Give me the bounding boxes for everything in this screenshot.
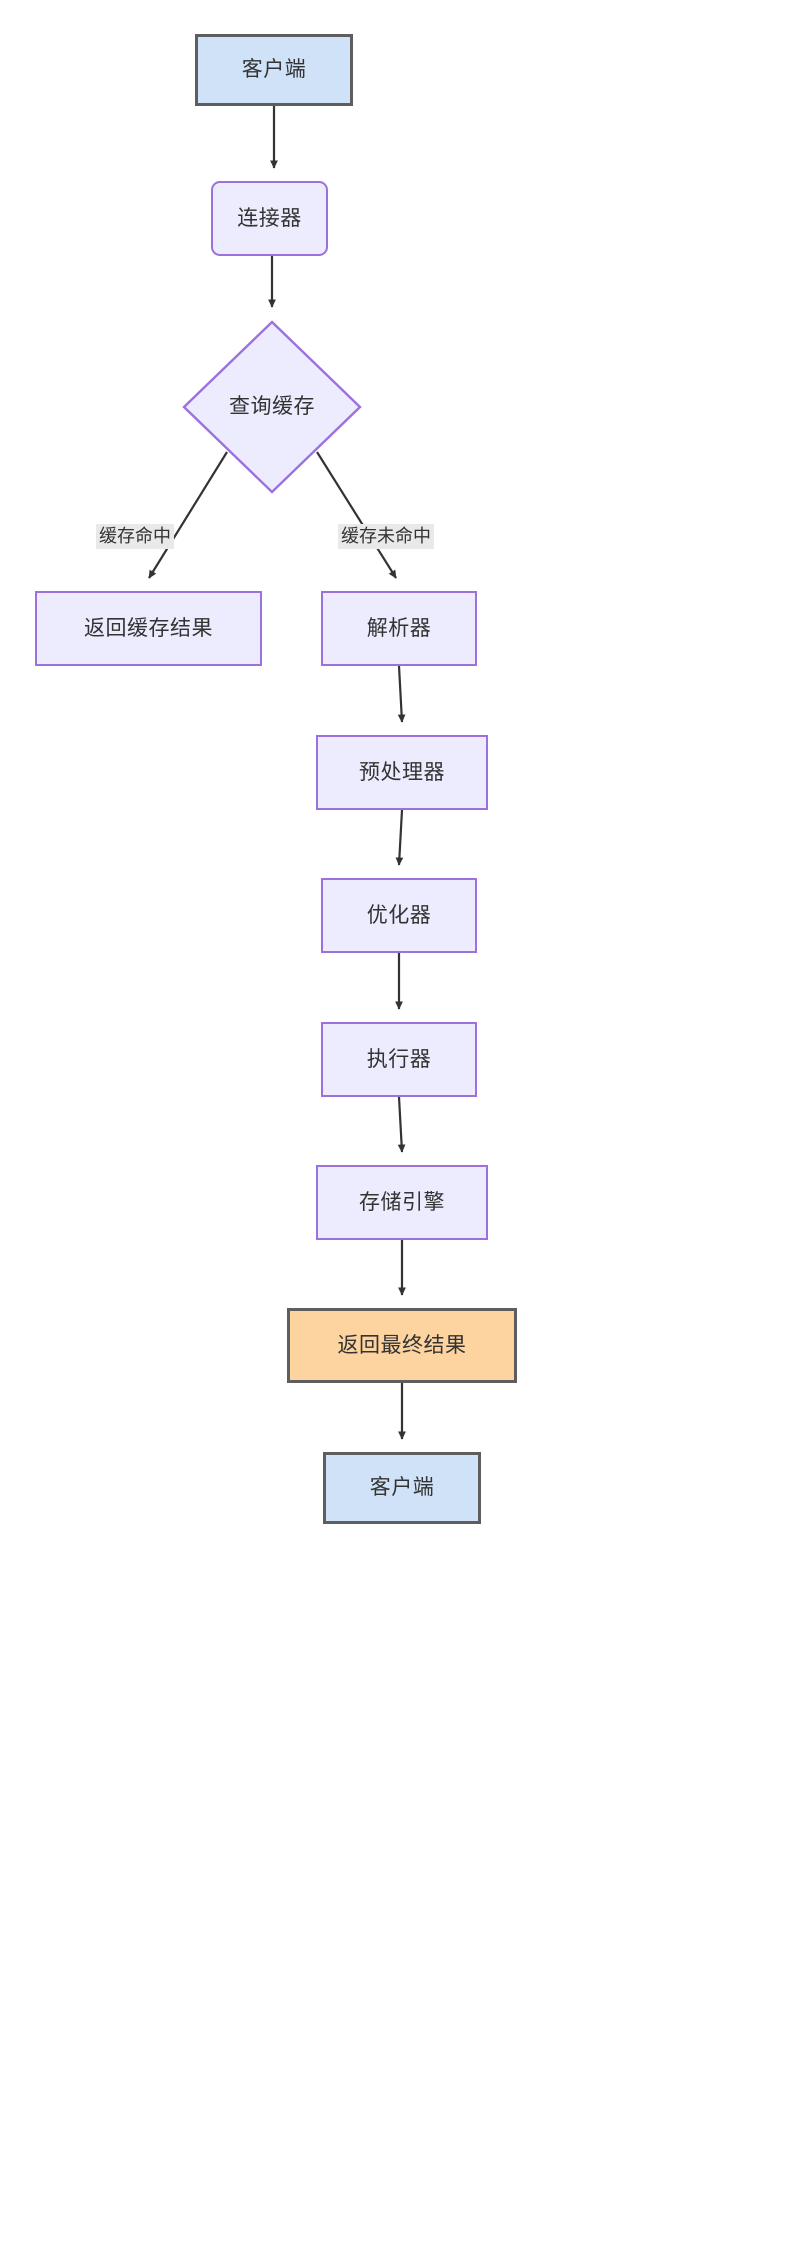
node-return-final-result[interactable]: 返回最终结果 xyxy=(287,1308,517,1383)
edge-executor-to-storageengine xyxy=(397,1096,406,1153)
node-return-cached-result[interactable]: 返回缓存结果 xyxy=(35,591,262,666)
node-connector[interactable]: 连接器 xyxy=(211,181,328,256)
node-label: 连接器 xyxy=(237,206,302,230)
node-storage-engine[interactable]: 存储引擎 xyxy=(316,1165,488,1240)
node-label: 执行器 xyxy=(366,1047,432,1071)
node-executor[interactable]: 执行器 xyxy=(321,1022,477,1097)
node-label: 查询缓存 xyxy=(229,395,315,419)
node-preprocessor[interactable]: 预处理器 xyxy=(316,735,488,810)
edge-querycache-to-returncached xyxy=(148,451,228,579)
node-label: 优化器 xyxy=(366,903,432,927)
node-query-cache[interactable]: 查询缓存 xyxy=(182,320,362,494)
node-parser[interactable]: 解析器 xyxy=(321,591,477,666)
edge-label-cache-hit: 缓存命中 xyxy=(96,524,174,549)
node-label: 预处理器 xyxy=(359,760,445,784)
node-label: 返回最终结果 xyxy=(337,1333,467,1357)
edge-querycache-to-parser xyxy=(316,451,397,579)
node-label: 解析器 xyxy=(366,616,432,640)
edge-parser-to-preprocessor xyxy=(397,665,406,723)
edge-preprocessor-to-optimizer xyxy=(395,809,404,866)
edge-label-cache-miss: 缓存未命中 xyxy=(338,524,434,549)
diamond-shape xyxy=(182,320,362,494)
node-label: 客户端 xyxy=(369,1476,435,1500)
node-label: 存储引擎 xyxy=(359,1190,445,1214)
node-client-bottom[interactable]: 客户端 xyxy=(323,1452,481,1524)
node-client-top[interactable]: 客户端 xyxy=(195,34,353,106)
node-optimizer[interactable]: 优化器 xyxy=(321,878,477,953)
node-label: 客户端 xyxy=(241,58,307,82)
node-label: 返回缓存结果 xyxy=(84,616,213,640)
